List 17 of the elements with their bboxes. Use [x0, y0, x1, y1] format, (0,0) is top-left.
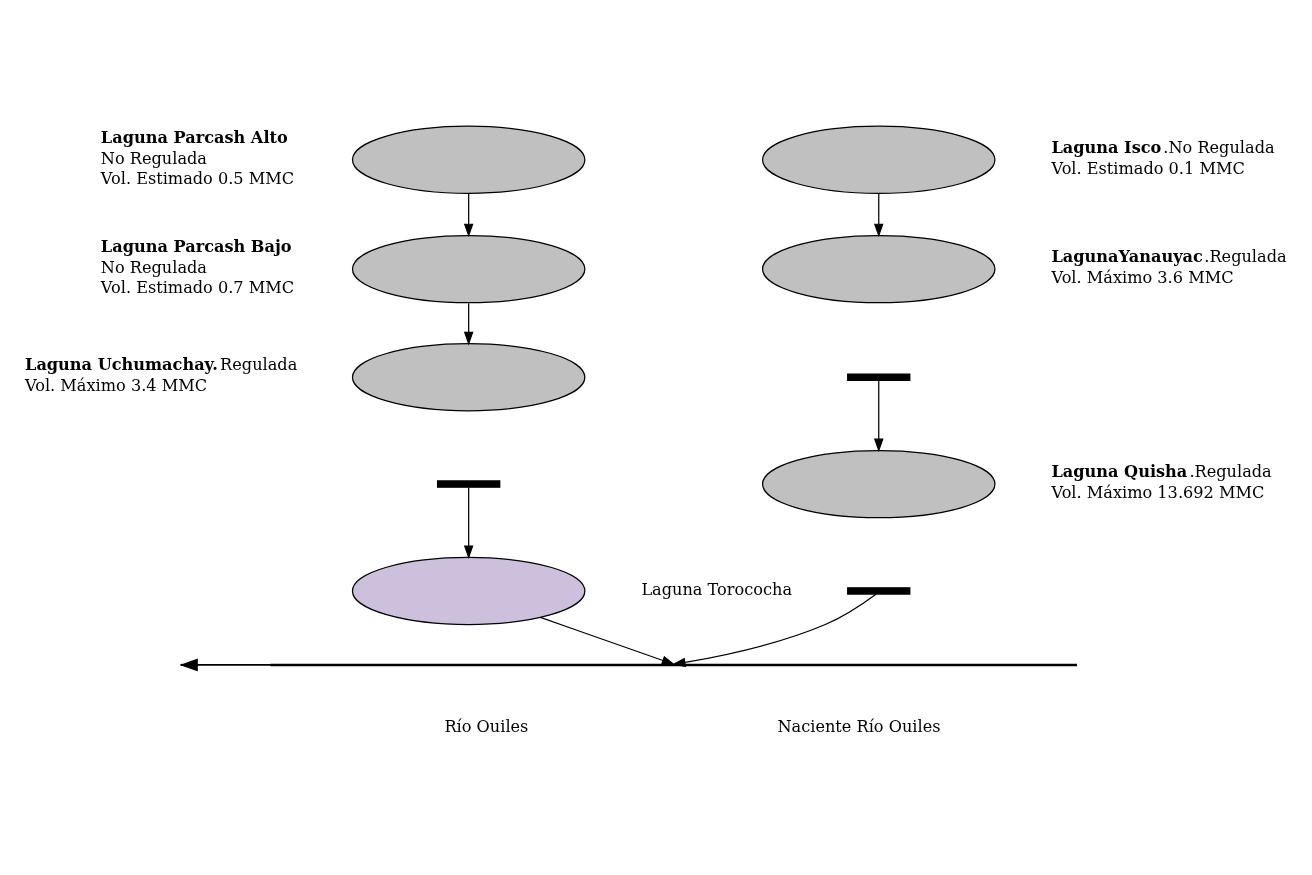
node-label: Laguna Quisha.Regulada: [1051, 462, 1272, 482]
node-label: No Regulada: [100, 148, 207, 168]
node-label: Vol. Máximo 3.6 MMC: [1051, 268, 1234, 288]
node-label: Río Ouiles: [444, 716, 529, 736]
node-label: Vol. Estimado 0.7 MMC: [100, 278, 295, 298]
node-label: Laguna Torococha: [641, 580, 793, 600]
node-label: Laguna Uchumachay.Regulada: [25, 355, 298, 375]
node-label: Laguna Isco.No Regulada: [1051, 137, 1275, 157]
node-label: No Regulada: [100, 258, 207, 278]
node-label: Vol. Estimado 0.5 MMC: [100, 168, 295, 188]
node-label: Vol. Máximo 13.692 MMC: [1051, 483, 1265, 503]
node-label: Vol. Estimado 0.1 MMC: [1051, 158, 1245, 178]
node-label: Naciente Río Ouiles: [777, 716, 941, 736]
node-label: LagunaYanauyac.Regulada: [1051, 247, 1287, 267]
node-label: Vol. Máximo 3.4 MMC: [25, 376, 208, 396]
node-label: Laguna Parcash Alto: [100, 127, 288, 147]
node-label: Laguna Parcash Bajo: [100, 237, 292, 257]
